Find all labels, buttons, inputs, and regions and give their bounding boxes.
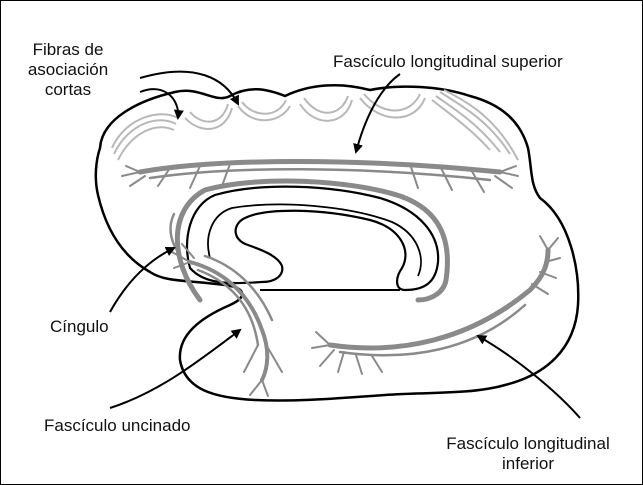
label-superior-longitudinal: Fascículo longitudinal superior xyxy=(333,52,563,72)
short-association-fibers xyxy=(112,90,518,160)
corpus-callosum-outline xyxy=(187,187,438,290)
label-uncinate: Fascículo uncinado xyxy=(44,416,190,436)
inferior-longitudinal-fasciculus xyxy=(312,236,560,374)
label-inferior-longitudinal: Fascículo longitudinal inferior xyxy=(423,434,633,474)
uncinate-fasciculus xyxy=(172,244,282,396)
label-cingulum: Cíngulo xyxy=(50,317,109,337)
label-inferior-line2: inferior xyxy=(423,454,633,474)
label-short-fibers-line2: asociación xyxy=(12,60,124,80)
label-short-fibers: Fibras de asociación cortas xyxy=(12,40,124,100)
fiber-tracts xyxy=(122,162,560,397)
label-short-fibers-line3: cortas xyxy=(12,80,124,100)
arrow-cingulum xyxy=(110,248,174,312)
label-inferior-line1: Fascículo longitudinal xyxy=(423,434,633,454)
cingulum xyxy=(171,181,448,300)
label-short-fibers-line1: Fibras de xyxy=(12,40,124,60)
